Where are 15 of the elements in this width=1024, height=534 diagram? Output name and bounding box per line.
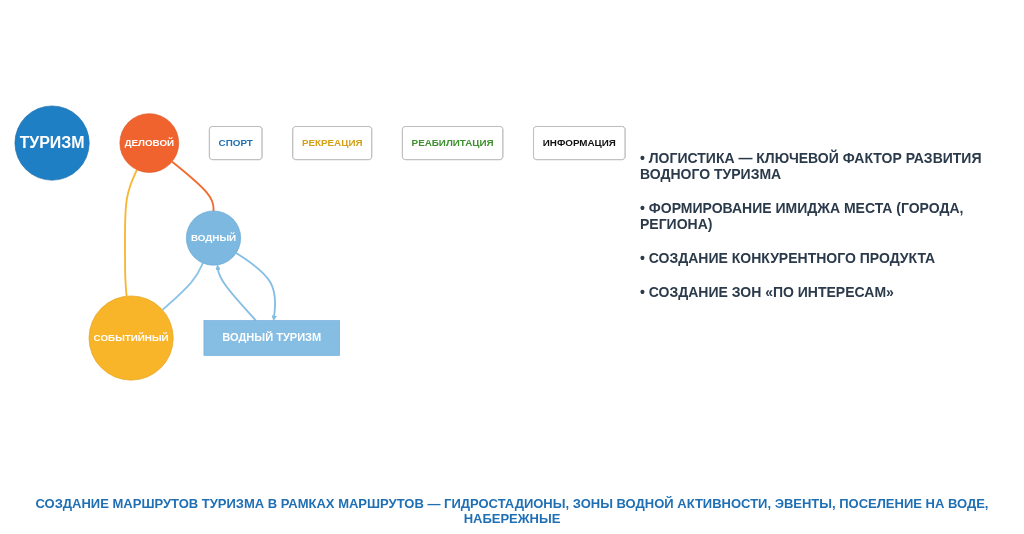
arrow	[235, 252, 277, 321]
bullet-point: • СОЗДАНИЕ КОНКУРЕНТНОГО ПРОДУКТА	[640, 250, 937, 266]
node-box: ВОДНЫЙ ТУРИЗМ	[203, 320, 340, 356]
bullet-point: • ФОРМИРОВАНИЕ ИМИДЖА МЕСТА (ГОРОДА, РЕГИОНА)	[640, 200, 965, 232]
node-circle: ДЕЛОВОЙ	[119, 113, 179, 173]
arrow	[215, 264, 257, 322]
connector	[171, 160, 215, 212]
node-circle: ТУРИЗМ	[14, 105, 90, 181]
caption: СОЗДАНИЕ МАРШРУТОВ ТУРИЗМА В РАМКАХ МАРШРУТОВ — ГИДРОСТАДИОНЫ, ЗОНЫ ВОДНОЙ АКТИВНОСТИ, ЭВЕНТЫ, ПОСЕЛЕНИЕ НА ВОДЕ, НАБЕРЕЖНЫЕ	[34, 496, 990, 526]
connector	[161, 262, 204, 311]
bullet-point: • СОЗДАНИЕ ЗОН «ПО ИНТЕРЕСАМ»	[640, 284, 895, 300]
bullet-point: • ЛОГИСТИКА — КЛЮЧЕВОЙ ФАКТОР РАЗВИТИЯ ВОДНОГО ТУРИЗМА	[640, 150, 983, 182]
node-circle: ВОДНЫЙ	[186, 210, 241, 266]
connector	[124, 168, 138, 298]
node-circle: СОБЫТИЙНЫЙ	[88, 295, 174, 381]
